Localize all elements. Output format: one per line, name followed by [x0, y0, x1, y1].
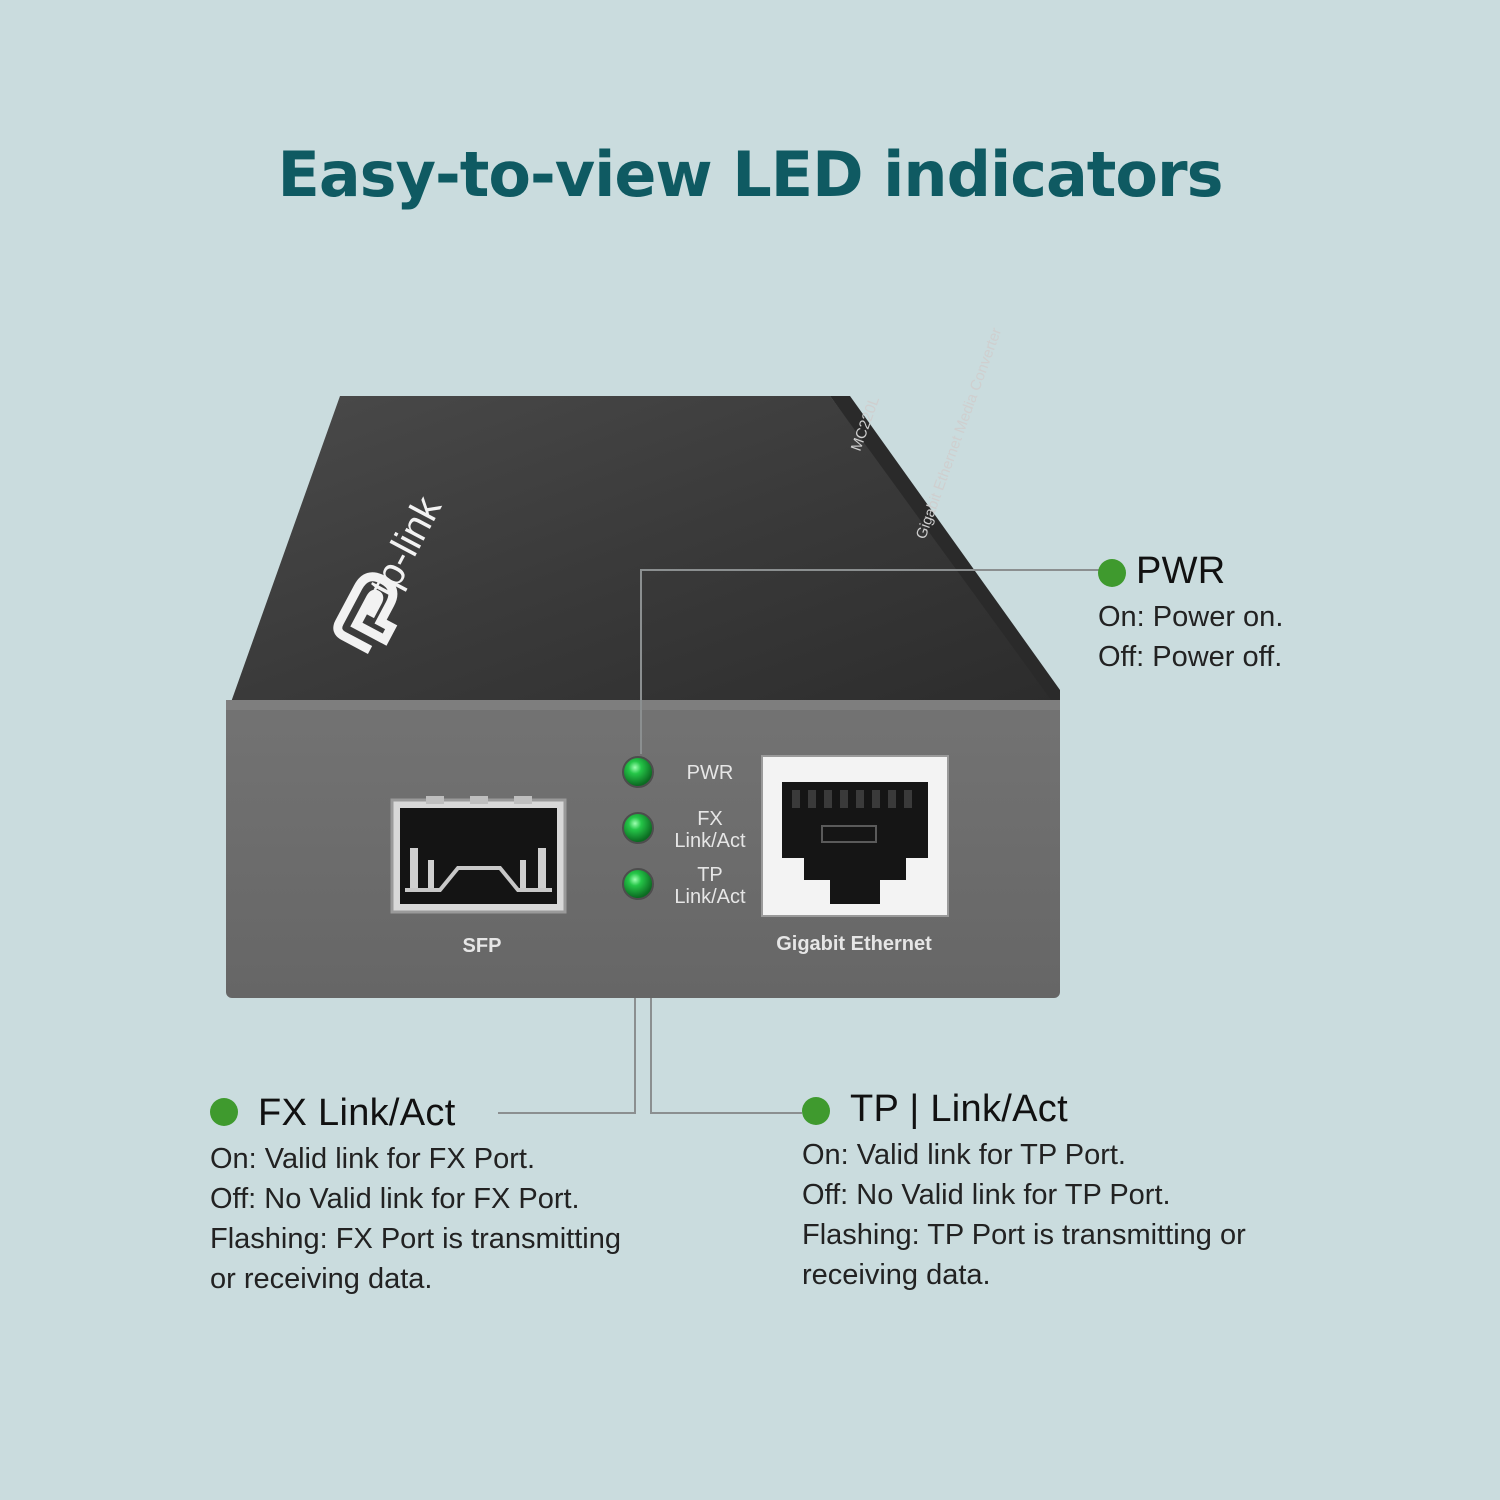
tp-callout: TP | Link/Act On: Valid link for TP Port…	[800, 1088, 1360, 1308]
fx-indicator-dot	[210, 1098, 238, 1126]
tp-leader-horizontal	[650, 1112, 802, 1114]
tp-callout-title: TP | Link/Act	[850, 1088, 1068, 1130]
device-side-edge	[830, 396, 1060, 712]
pwr-leader-vertical	[640, 569, 642, 754]
pwr-callout-body: On: Power on. Off: Power off.	[1098, 597, 1283, 677]
tp-line-1: On: Valid link for TP Port.	[802, 1139, 1126, 1171]
fx-leader-vertical	[634, 998, 636, 1114]
pwr-callout: PWR On: Power on. Off: Power off.	[1096, 550, 1476, 690]
fx-line-1: On: Valid link for FX Port.	[210, 1143, 536, 1175]
device-top-cover	[230, 396, 1060, 705]
panel-label-tp-linkact: Link/Act	[674, 886, 746, 908]
tp-callout-body: On: Valid link for TP Port. Off: No Vali…	[802, 1135, 1246, 1295]
tp-link-logo-mark	[333, 572, 398, 654]
rj45-port	[761, 755, 949, 917]
tp-line-4: receiving data.	[802, 1259, 991, 1291]
pwr-leader-horizontal	[640, 569, 1102, 571]
fx-line-4: or receiving data.	[210, 1263, 433, 1295]
pwr-line-1: On: Power on.	[1098, 601, 1284, 633]
tp-led	[622, 868, 654, 900]
tp-line-2: Off: No Valid link for TP Port.	[802, 1179, 1171, 1211]
tp-indicator-dot	[802, 1097, 830, 1125]
fx-callout: FX Link/Act On: Valid link for FX Port. …	[208, 1090, 728, 1310]
description-text: Gigabit Ethernet Media Converter	[913, 326, 1005, 542]
panel-label-fx-linkact: Link/Act	[674, 830, 746, 852]
sfp-label: SFP	[463, 935, 502, 957]
fx-line-3: Flashing: FX Port is transmitting	[210, 1223, 621, 1255]
fx-callout-body: On: Valid link for FX Port. Off: No Vali…	[210, 1139, 621, 1299]
sfp-port	[390, 796, 567, 914]
pwr-led	[622, 756, 654, 788]
fx-line-2: Off: No Valid link for FX Port.	[210, 1183, 580, 1215]
tp-line-3: Flashing: TP Port is transmitting or	[802, 1219, 1246, 1251]
panel-label-tp: TP	[697, 864, 723, 886]
panel-label-pwr: PWR	[687, 762, 734, 784]
pwr-line-2: Off: Power off.	[1098, 641, 1283, 673]
tp-leader-vertical	[650, 998, 652, 1114]
pwr-callout-title: PWR	[1136, 550, 1226, 592]
fx-led	[622, 812, 654, 844]
fx-callout-title: FX Link/Act	[258, 1092, 456, 1134]
pwr-indicator-dot	[1098, 559, 1126, 587]
page-title: Easy-to-view LED indicators	[277, 138, 1223, 211]
panel-label-fx: FX	[697, 808, 723, 830]
gigabit-ethernet-label: Gigabit Ethernet	[776, 933, 932, 955]
fx-leader-horizontal	[498, 1112, 636, 1114]
